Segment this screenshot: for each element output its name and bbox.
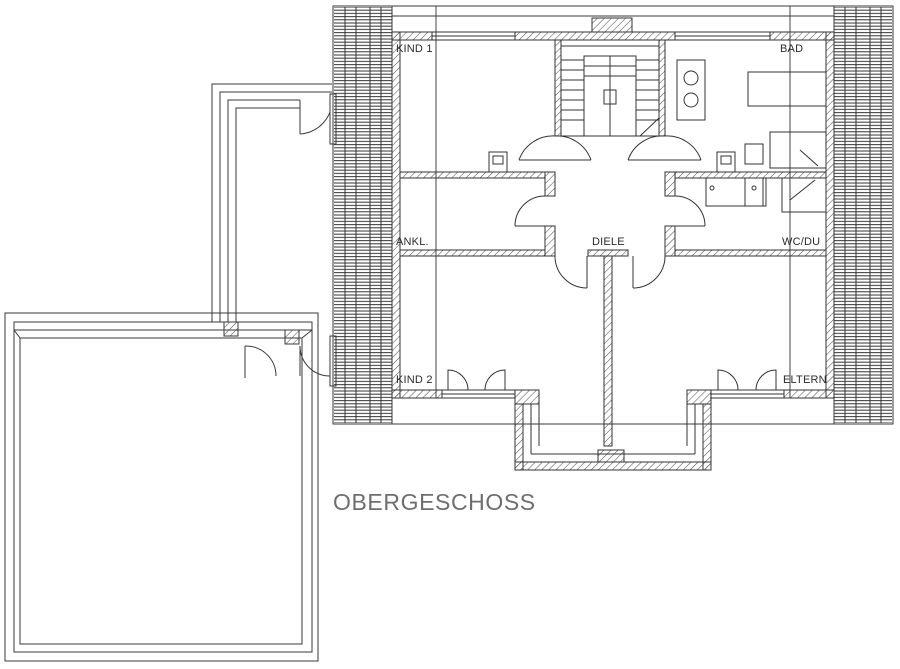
house-outline: [332, 5, 894, 425]
room-label-kind2: KIND 2: [396, 374, 433, 386]
radiators: [488, 151, 736, 173]
room-label-diele: DIELE: [592, 236, 625, 248]
interior-walls: [399, 39, 827, 447]
room-label-ankl: ANKL.: [396, 236, 429, 248]
room-label-wc-du: WC/DU: [782, 236, 820, 248]
room-label-bad: BAD: [780, 43, 803, 55]
bay-projection: [514, 389, 712, 471]
roof-right: [834, 7, 892, 423]
walkway: [211, 83, 332, 345]
garage: [4, 312, 319, 662]
plan-title: OBERGESCHOSS: [333, 489, 536, 515]
bathroom-fixtures: [676, 59, 827, 213]
exterior-walls: [391, 17, 835, 399]
room-label-kind1: KIND 1: [396, 43, 433, 55]
room-label-eltern: ELTERN: [783, 374, 827, 386]
room-labels: KIND 1 BAD ANKL. DIELE WC/DU KIND 2 ELTE…: [396, 43, 827, 386]
room-doors: [447, 135, 777, 391]
walkway-door: [299, 93, 337, 145]
windows: [432, 31, 784, 399]
knee-walls: [435, 6, 791, 398]
staircase: [560, 45, 660, 137]
roof-left: [334, 7, 392, 423]
